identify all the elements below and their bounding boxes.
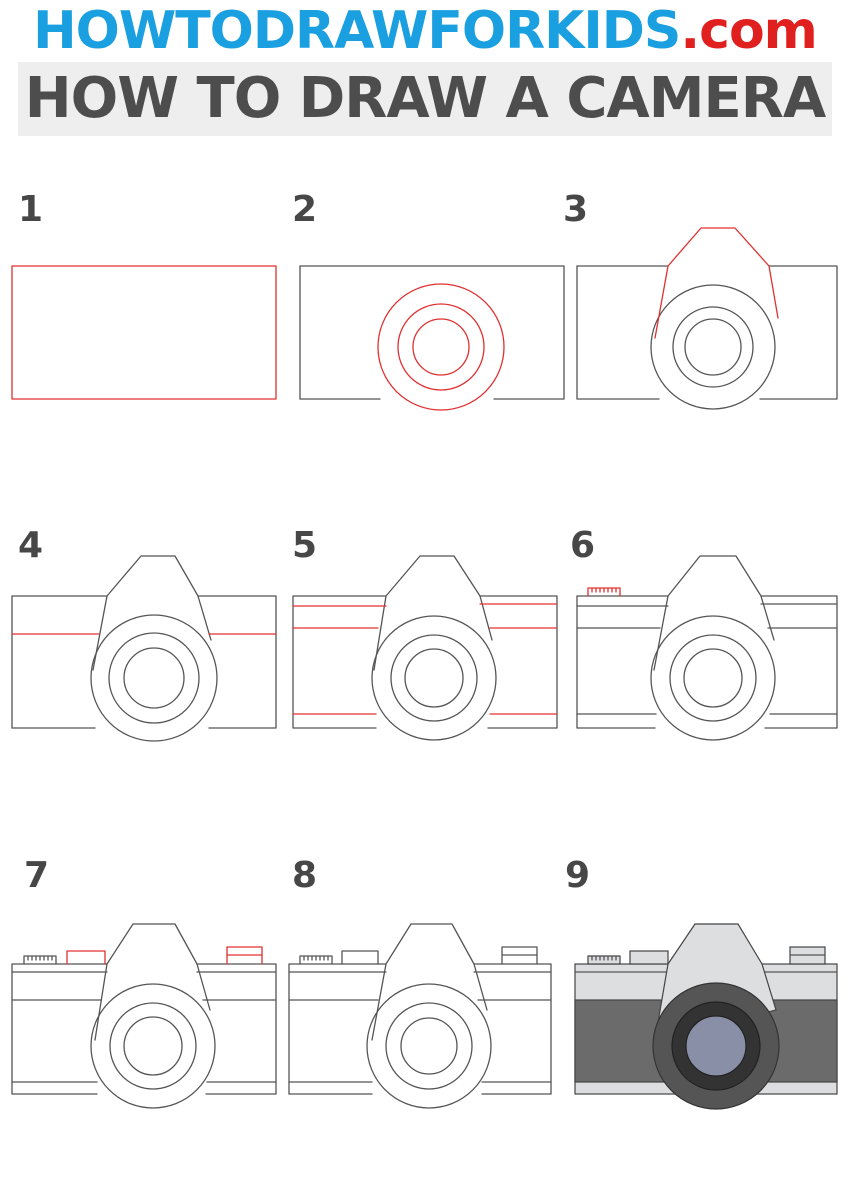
step-number-1: 1 <box>18 189 44 230</box>
site-name: HOWTODRAWFORKIDS <box>33 1 681 61</box>
lens-outer-ring <box>90 983 216 1109</box>
trim-lines <box>288 971 552 1083</box>
step-8-drawing <box>288 923 552 1109</box>
step-7-drawing <box>11 923 277 1109</box>
viewfinder-prism <box>373 555 493 671</box>
camera-body-outline <box>576 265 838 400</box>
lens-outer-ring <box>90 614 218 742</box>
viewfinder-prism <box>654 227 779 339</box>
step-6-drawing <box>576 555 838 741</box>
camera-body-outline <box>288 963 552 1095</box>
lens-outer-ring <box>650 284 776 410</box>
camera-body-outline <box>576 595 838 729</box>
rewind-knob <box>501 946 538 965</box>
step-number-5: 5 <box>292 525 318 566</box>
step-number-2: 2 <box>292 189 318 230</box>
step-number-8: 8 <box>292 855 318 896</box>
lens-outer-ring <box>650 615 776 741</box>
lens-middle-ring <box>108 632 200 724</box>
site-header: HOWTODRAWFORKIDS.com <box>0 0 850 62</box>
step-2-drawing <box>299 265 565 411</box>
top-trim-line <box>292 603 558 607</box>
step-1-drawing <box>11 265 277 400</box>
viewfinder-prism <box>92 555 212 671</box>
shutter-dial <box>299 955 333 965</box>
viewfinder-prism <box>371 923 488 1041</box>
trim-lines <box>11 971 277 1083</box>
step-5-drawing <box>292 555 558 741</box>
lens-inner-ring <box>123 1016 183 1076</box>
lens-inner-ring <box>683 648 743 708</box>
lens-inner-ring <box>684 318 742 376</box>
lens-middle-ring <box>109 1002 197 1090</box>
lens-middle-ring <box>672 306 754 388</box>
step-number-7: 7 <box>24 855 50 896</box>
lens-outer-ring <box>371 615 497 741</box>
lens-inner-ring <box>412 318 470 376</box>
step-number-6: 6 <box>570 525 596 566</box>
shutter-dial-ridges <box>591 955 617 961</box>
lens-inner-ring <box>123 647 185 709</box>
lens-middle-ring <box>390 634 478 722</box>
step-9-drawing <box>574 923 838 1110</box>
site-logo[interactable]: HOWTODRAWFORKIDS.com <box>33 1 818 61</box>
lens-outer-ring <box>366 983 492 1109</box>
camera-body-outline <box>299 265 565 400</box>
lens-middle-ring <box>397 303 485 391</box>
rewind-knob <box>226 946 263 965</box>
site-tld: .com <box>680 1 817 61</box>
shutter-dial <box>587 587 621 597</box>
viewfinder-prism <box>94 923 211 1041</box>
page-title: HOW TO DRAW A CAMERA <box>24 66 826 131</box>
lens-middle-ring <box>669 634 757 722</box>
camera-body-outline <box>292 595 558 729</box>
lens-inner-ring <box>400 1017 458 1075</box>
flash-hotshoe <box>66 950 106 965</box>
lens-inner-ring <box>404 648 464 708</box>
step-number-3: 3 <box>563 189 589 230</box>
step-number-4: 4 <box>18 525 44 566</box>
lens-glass <box>685 1015 747 1077</box>
lens-outer-ring <box>377 283 505 411</box>
lens-middle-ring <box>385 1002 473 1090</box>
step-4-drawing <box>11 555 277 742</box>
trim-lines <box>576 603 838 715</box>
viewfinder-prism <box>653 555 775 671</box>
camera-body-outline <box>11 963 277 1095</box>
shutter-dial <box>23 955 57 965</box>
step-number-9: 9 <box>565 855 591 896</box>
flash-hotshoe <box>629 950 669 965</box>
flash-hotshoe <box>341 950 379 965</box>
title-banner: HOW TO DRAW A CAMERA <box>18 62 832 136</box>
step-3-drawing <box>576 227 838 410</box>
camera-body-outline <box>11 265 277 400</box>
